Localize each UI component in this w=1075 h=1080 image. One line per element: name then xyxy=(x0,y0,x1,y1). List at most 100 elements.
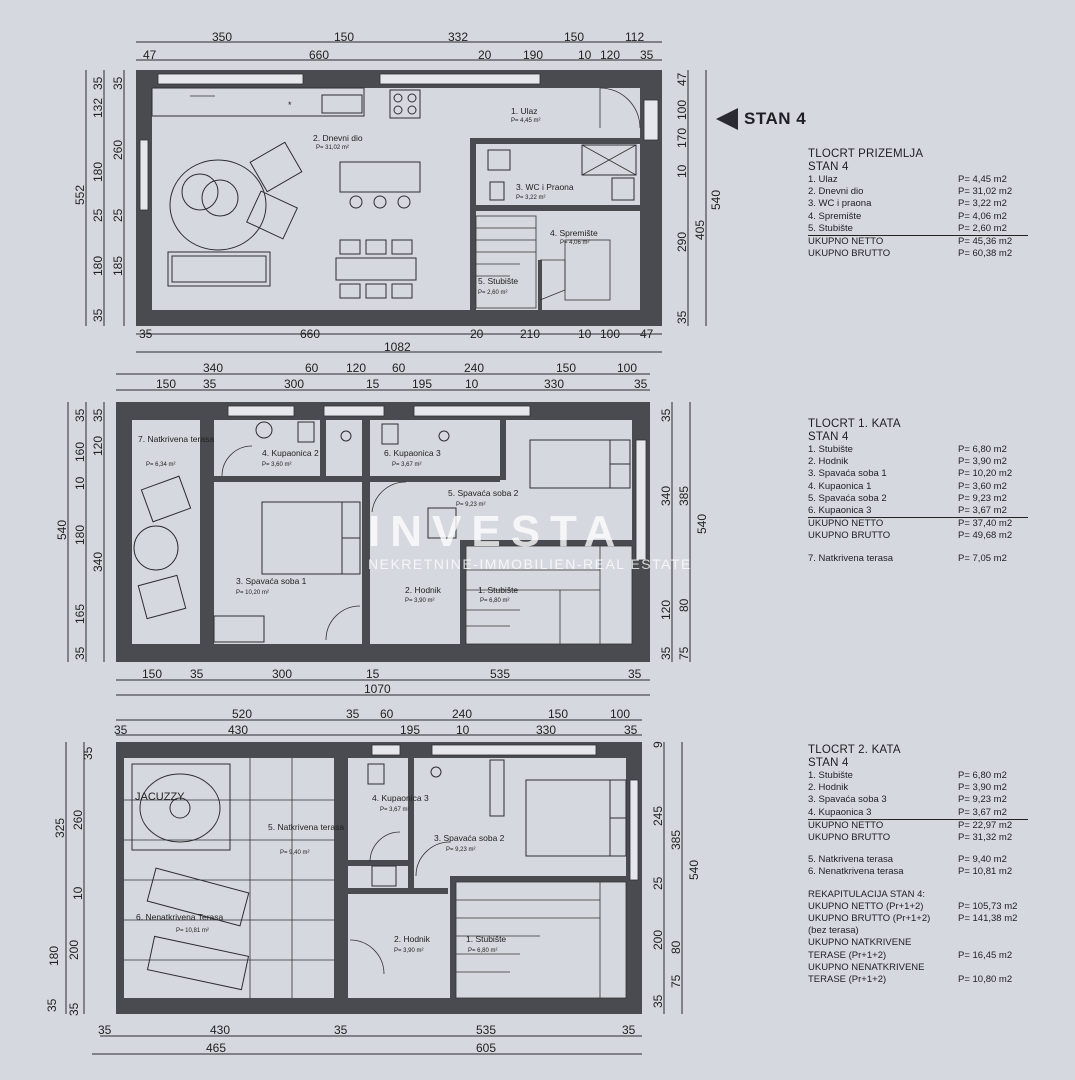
second-floor-plan: JACUZZY 5. Natkrivena xyxy=(45,707,701,1055)
pointer-icon xyxy=(716,108,738,130)
dimension-label: 35 xyxy=(73,408,87,422)
dimension-label: 75 xyxy=(677,646,691,660)
legend-row-label: 2. Hodnik xyxy=(808,456,849,468)
legend-row-label: 4. Spremište xyxy=(808,210,862,222)
toilet xyxy=(489,181,505,201)
legend-row-value: P= 3,90 m2 xyxy=(958,782,1007,794)
dimension-label: 195 xyxy=(412,377,432,391)
coffee-table xyxy=(181,173,219,211)
dimension-label: 47 xyxy=(143,48,157,62)
dimension-label: 10 xyxy=(465,377,479,391)
dimension-label: 10 xyxy=(675,164,689,178)
chair xyxy=(339,283,361,299)
legend-row-label: 2. Hodnik xyxy=(808,782,849,794)
window xyxy=(139,139,149,211)
legend-subtitle: STAN 4 xyxy=(808,161,849,173)
dimension-label: 605 xyxy=(476,1041,496,1055)
dimension-label: 80 xyxy=(669,940,683,954)
burner xyxy=(407,93,417,103)
legend-total-label: UKUPNO NETTO xyxy=(808,819,884,831)
dimension-label: 35 xyxy=(45,998,59,1012)
room-label: 1. Stubište xyxy=(466,934,506,944)
dimension-label: 325 xyxy=(53,818,67,838)
room-area: P= 4,45 m² xyxy=(511,118,541,124)
dimension-label: 35 xyxy=(111,76,125,90)
room-area: P= 9,40 m² xyxy=(280,850,310,856)
legend-row-value: P= 3,67 m2 xyxy=(958,505,1007,517)
legend-row: 2. Hodnik P= 3,90 m2 xyxy=(808,782,1028,794)
dimension-label: 150 xyxy=(556,361,576,375)
window xyxy=(227,405,295,417)
room-area: P= 6,80 m² xyxy=(468,948,498,954)
dimension-label: 20 xyxy=(470,327,484,341)
window xyxy=(643,99,659,141)
door-swing xyxy=(325,605,361,641)
room-label: 1. Ulaz xyxy=(511,106,537,116)
legend-row-value: P= 3,90 m2 xyxy=(958,456,1007,468)
pillow xyxy=(341,537,361,575)
dimension-label: 35 xyxy=(203,377,217,391)
recap-value: P= 105,73 m2 xyxy=(958,900,1018,912)
window xyxy=(157,73,304,85)
window xyxy=(629,779,639,881)
dimension-label: 100 xyxy=(610,707,630,721)
dimension-label: 660 xyxy=(300,327,320,341)
chair xyxy=(365,283,387,299)
terrace-paving xyxy=(124,758,334,998)
recap-label: TERASE (Pr+1+2) xyxy=(808,949,887,961)
wall xyxy=(116,998,642,1014)
sink xyxy=(321,94,363,114)
dimension-label: 195 xyxy=(400,723,420,737)
dimension-label: 1070 xyxy=(364,682,391,696)
legend-row-value: P= 10,20 m2 xyxy=(958,468,1013,480)
dimension-label: 245 xyxy=(651,806,665,826)
jacuzzi-drain xyxy=(169,797,191,819)
recap-title: REKAPITULACIJA STAN 4: xyxy=(808,888,926,900)
wall xyxy=(136,310,662,326)
dimension-label: 35 xyxy=(91,308,105,322)
dimension-label: 60 xyxy=(305,361,319,375)
dimension-label: 35 xyxy=(640,48,654,62)
pillow xyxy=(609,817,627,857)
stair-landing xyxy=(564,239,611,301)
wall xyxy=(470,138,476,310)
dimension-label: 10 xyxy=(71,886,85,900)
dimension-label: 430 xyxy=(228,723,248,737)
watermark-logo: INVESTA xyxy=(368,507,626,556)
legend-row: 2. Hodnik P= 3,90 m2 xyxy=(808,456,1028,468)
dimension-label: 112 xyxy=(625,30,644,44)
window xyxy=(379,73,541,85)
dimension-label: 190 xyxy=(523,48,543,62)
chair xyxy=(391,283,413,299)
dimension-label: 540 xyxy=(55,520,69,540)
legend-row-value: P= 4,06 m2 xyxy=(958,210,1007,222)
room-area: P= 9,23 m² xyxy=(446,847,476,853)
washbasin xyxy=(255,421,273,439)
legend-row-label: 1. Stubište xyxy=(808,444,853,455)
dimension-label: 300 xyxy=(272,667,292,681)
recap-label: UKUPNO NATKRIVENE xyxy=(808,937,912,949)
room-area: P= 4,06 m² xyxy=(560,240,590,246)
dimension-label: 260 xyxy=(71,810,85,830)
toilet xyxy=(381,423,399,445)
wall xyxy=(450,876,626,882)
dimension-label: 60 xyxy=(380,707,394,721)
dimension-label: 20 xyxy=(478,48,492,62)
room-label: 1. Stubište xyxy=(478,585,518,595)
dimension-label: 35 xyxy=(190,667,204,681)
dimension-label: 150 xyxy=(142,667,162,681)
recap-value: P= 16,45 m2 xyxy=(958,949,1013,961)
door-swing xyxy=(349,939,385,975)
room-area: P= 6,80 m² xyxy=(480,598,510,604)
dimension-label: 10 xyxy=(578,48,592,62)
kitchen-counter xyxy=(151,87,365,117)
dimension-label: 35 xyxy=(651,994,665,1008)
bed xyxy=(525,779,611,857)
shower-drain xyxy=(430,766,442,778)
shower-drain xyxy=(438,430,450,442)
legend-row-value: P= 3,60 m2 xyxy=(958,480,1007,492)
